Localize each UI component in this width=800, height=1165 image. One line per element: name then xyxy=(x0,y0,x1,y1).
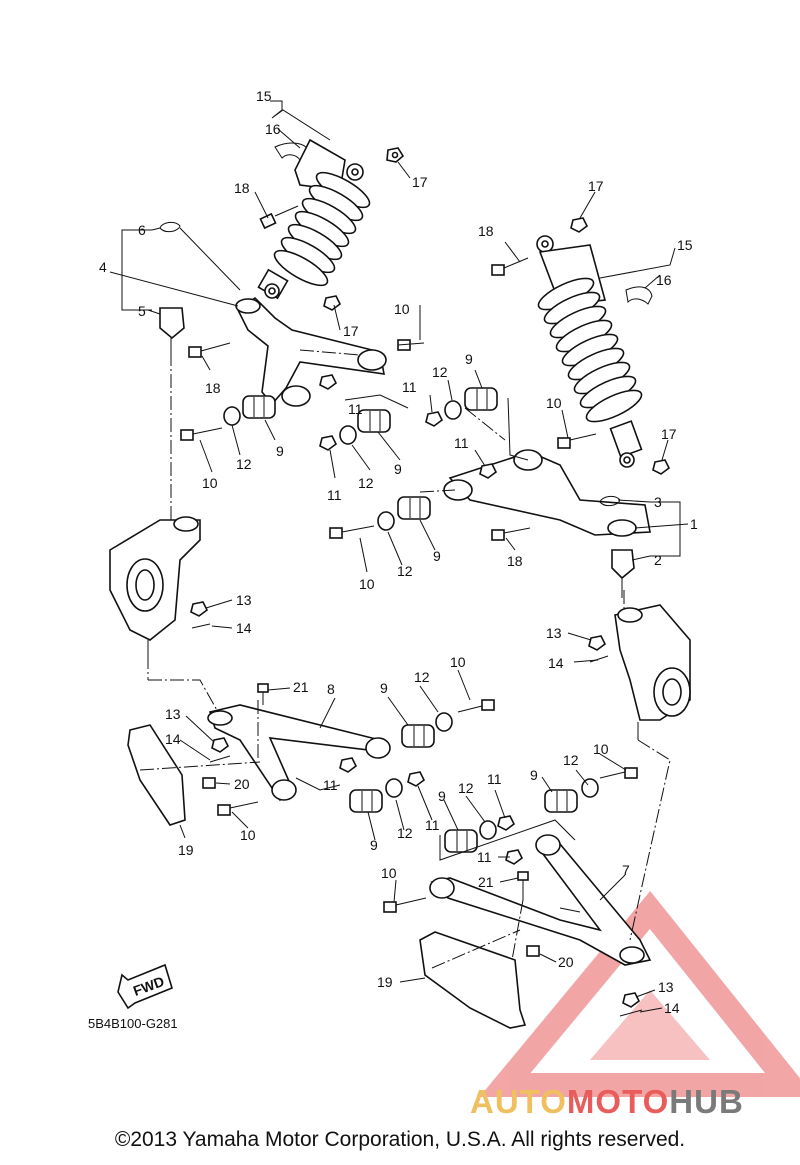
callout-6: 6 xyxy=(138,222,146,238)
callout-15-left: 15 xyxy=(256,88,272,104)
callout-11-right-top: 11 xyxy=(402,379,417,395)
left-steering-knuckle xyxy=(109,516,211,655)
callout-12-left-a: 12 xyxy=(236,456,252,472)
callout-11-mid-left: 11 xyxy=(348,401,363,417)
callout-11-lower-left: 11 xyxy=(323,777,338,793)
callout-11-left-b: 11 xyxy=(327,487,342,503)
callout-9-lower-mid: 9 xyxy=(370,837,378,853)
watermark-hub: HUB xyxy=(669,1083,744,1120)
callout-16-left: 16 xyxy=(265,121,281,137)
callout-10-lower-mid: 10 xyxy=(240,827,256,843)
watermark-auto: AUTO xyxy=(470,1083,567,1120)
callout-5: 5 xyxy=(138,303,146,319)
callout-3: 3 xyxy=(654,494,662,510)
alignment-lines xyxy=(139,349,671,969)
callout-13-right: 13 xyxy=(546,625,562,641)
callout-numbers: 15 16 17 18 6 4 5 17 10 18 11 9 12 9 12 … xyxy=(99,88,698,1016)
callout-9-lower-right-a: 9 xyxy=(438,788,446,804)
callout-9-left-a: 9 xyxy=(276,443,284,459)
callout-20-left: 20 xyxy=(234,776,250,792)
callout-14-lower-left: 14 xyxy=(165,731,181,747)
callout-13-lower-left: 13 xyxy=(165,706,181,722)
callout-17-mid-left: 17 xyxy=(343,323,359,339)
callout-10-mid-left: 10 xyxy=(394,301,410,317)
watermark-moto: MOTO xyxy=(566,1083,670,1120)
copyright-notice: ©2013 Yamaha Motor Corporation, U.S.A. A… xyxy=(114,1128,686,1151)
callout-9-right-top: 9 xyxy=(465,351,473,367)
callout-11-lower-center: 11 xyxy=(425,817,440,833)
left-shock-absorber xyxy=(257,138,405,300)
fwd-arrow-icon: FWD xyxy=(117,963,173,1010)
callout-10-left: 10 xyxy=(202,475,218,491)
right-upper-arm xyxy=(329,387,651,598)
callout-12-right-top: 12 xyxy=(432,364,448,380)
callout-4: 4 xyxy=(99,259,107,275)
callout-1: 1 xyxy=(690,516,698,532)
right-lower-arm xyxy=(383,767,652,1029)
callout-21-right: 21 xyxy=(478,874,494,890)
callout-10-mid: 10 xyxy=(359,576,375,592)
callout-19-right: 19 xyxy=(377,974,393,990)
callout-18-top-right: 18 xyxy=(478,223,494,239)
watermark-logo-text: AUTOMOTOHUB xyxy=(470,1083,744,1121)
callout-11-lower-right-b: 11 xyxy=(477,849,492,865)
callout-10-right-top: 10 xyxy=(546,395,562,411)
callout-10-bottom: 10 xyxy=(381,865,397,881)
callout-12-lower-right-a: 12 xyxy=(458,780,474,796)
right-steering-knuckle xyxy=(588,604,691,740)
diagram-code: 5B4B100-G281 xyxy=(88,1016,178,1031)
callout-2: 2 xyxy=(654,552,662,568)
callout-9-lower-left: 9 xyxy=(380,680,388,696)
callout-9-left-b: 9 xyxy=(394,461,402,477)
callout-9-mid: 9 xyxy=(433,548,441,564)
callout-19-left: 19 xyxy=(178,842,194,858)
callout-21-left: 21 xyxy=(293,679,309,695)
callout-8: 8 xyxy=(327,681,335,697)
callout-20-right: 20 xyxy=(558,954,574,970)
callout-10-lower-left: 10 xyxy=(450,654,466,670)
callout-17-top-left: 17 xyxy=(412,174,428,190)
callout-17-right: 17 xyxy=(661,426,677,442)
callout-12-lower-left: 12 xyxy=(414,669,430,685)
callout-11-lower-right-a: 11 xyxy=(487,771,502,787)
left-lower-arm xyxy=(127,683,495,826)
leader-lines xyxy=(109,100,689,1013)
callout-14-bottom-right: 14 xyxy=(664,1000,680,1016)
callout-18-right: 18 xyxy=(507,553,523,569)
watermark-triangle-logo xyxy=(479,890,800,1097)
callout-7: 7 xyxy=(622,862,630,878)
callout-18-mid-left: 18 xyxy=(205,380,221,396)
callout-12-mid: 12 xyxy=(397,563,413,579)
callout-14-left: 14 xyxy=(236,620,252,636)
callout-9-lower-right-b: 9 xyxy=(530,767,538,783)
callout-12-lower-mid: 12 xyxy=(397,825,413,841)
callout-10-lower-right: 10 xyxy=(593,741,609,757)
callout-12-lower-right-b: 12 xyxy=(563,752,579,768)
right-shock-absorber xyxy=(491,217,671,475)
callout-17-top-right: 17 xyxy=(588,178,604,194)
callout-14-right: 14 xyxy=(548,655,564,671)
callout-16-right: 16 xyxy=(656,272,672,288)
callout-11-right-mid: 11 xyxy=(454,435,469,451)
callout-13-left: 13 xyxy=(236,592,252,608)
callout-15-right: 15 xyxy=(677,237,693,253)
callout-18-top-left: 18 xyxy=(234,180,250,196)
callout-13-bottom-right: 13 xyxy=(658,979,674,995)
callout-12-left-b: 12 xyxy=(358,475,374,491)
